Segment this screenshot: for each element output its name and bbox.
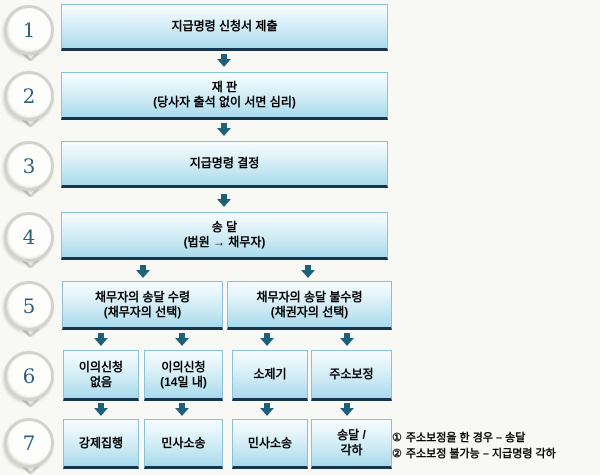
box-sublabel: (채무자의 선택) — [103, 304, 182, 319]
box-file-lawsuit: 소제기 — [232, 350, 308, 401]
box-service-not-received: 채무자의 송달 불수령 (채권자의 선택) — [227, 281, 392, 330]
box-no-objection: 이의신청 없음 — [63, 350, 139, 401]
box-trial: 재 판 (당사자 출석 없이 서면 심리) — [61, 72, 388, 120]
box-label: 주소보정 — [329, 367, 374, 381]
step-badge-1: 1 — [4, 5, 56, 65]
box-sublabel: (채권자의 선택) — [270, 304, 349, 319]
box-civil-suit-left: 민사소송 — [144, 419, 223, 469]
step-number: 5 — [22, 294, 36, 318]
step-number: 6 — [22, 364, 36, 388]
box-payment-order-decision: 지급명령 결정 — [61, 141, 388, 188]
box-label: 지급명령 결정 — [189, 156, 260, 170]
badge-circle: 1 — [4, 5, 54, 55]
down-arrow-icon — [340, 403, 354, 416]
step-badge-5: 5 — [4, 281, 56, 341]
badge-circle: 5 — [4, 281, 54, 331]
box-label: 재 판 — [211, 80, 238, 94]
box-objection-14days: 이의신청 (14일 내) — [144, 350, 223, 401]
down-arrow-icon — [260, 403, 274, 416]
box-service: 송 달 (법원 → 채무자) — [61, 212, 388, 260]
down-arrow-icon — [217, 123, 231, 136]
down-arrow-icon — [340, 333, 354, 346]
step-number: 2 — [22, 84, 36, 108]
down-arrow-icon — [175, 403, 189, 416]
step-number: 7 — [22, 431, 36, 455]
box-address-correction: 주소보정 — [311, 350, 392, 401]
badge-circle: 4 — [4, 212, 54, 262]
note-text: 주소보정 불가능 – 지급명령 각하 — [405, 448, 556, 460]
box-label: 채무자의 송달 수령 — [95, 289, 190, 304]
box-label: 소제기 — [253, 367, 287, 381]
badge-circle: 6 — [4, 351, 54, 401]
down-arrow-icon — [136, 265, 150, 278]
box-submit-application: 지급명령 신청서 제출 — [61, 4, 388, 51]
box-sublabel: (법원 → 채무자) — [183, 235, 266, 249]
step-number: 4 — [22, 225, 36, 249]
box-label: 민사소송 — [247, 435, 293, 450]
box-label: 지급명령 신청서 제출 — [171, 19, 278, 33]
box-label: 송달 / — [337, 428, 366, 442]
step-badge-3: 3 — [4, 141, 56, 201]
down-arrow-icon — [217, 194, 231, 207]
box-label: 송 달 — [211, 220, 238, 234]
step-number: 1 — [22, 18, 36, 42]
box-compulsory-execution: 강제집행 — [63, 419, 139, 469]
badge-circle: 2 — [4, 71, 54, 121]
step-badge-6: 6 — [4, 351, 56, 411]
box-civil-suit-right: 민사소송 — [232, 419, 308, 469]
step-badge-2: 2 — [4, 71, 56, 131]
box-service-or-dismissal: 송달 / 각하 — [311, 419, 392, 469]
down-arrow-icon — [260, 333, 274, 346]
step-badge-7: 7 — [4, 418, 56, 475]
badge-circle: 3 — [4, 141, 54, 191]
down-arrow-icon — [94, 333, 108, 346]
box-label: 이의신청 — [78, 359, 124, 374]
box-label: 강제집행 — [78, 435, 124, 450]
box-sublabel: (14일 내) — [160, 374, 207, 389]
down-arrow-icon — [217, 54, 231, 67]
box-sublabel: 없음 — [89, 374, 113, 389]
note-text: 주소보정을 한 경우 – 송달 — [405, 432, 526, 444]
box-sublabel: (당사자 출석 없이 서면 심리) — [153, 95, 296, 109]
box-sublabel: 각하 — [340, 443, 363, 457]
down-arrow-icon — [175, 333, 189, 346]
step-number: 3 — [22, 154, 36, 178]
box-label: 이의신청 — [161, 359, 206, 374]
box-label: 채무자의 송달 불수령 — [256, 289, 363, 304]
note-marker: ① — [392, 432, 402, 444]
down-arrow-icon — [94, 403, 108, 416]
down-arrow-icon — [301, 265, 315, 278]
box-service-received: 채무자의 송달 수령 (채무자의 선택) — [62, 281, 223, 330]
box-label: 민사소송 — [161, 435, 206, 450]
badge-circle: 7 — [4, 418, 54, 468]
note-marker: ② — [392, 448, 402, 460]
step-badge-4: 4 — [4, 212, 56, 272]
